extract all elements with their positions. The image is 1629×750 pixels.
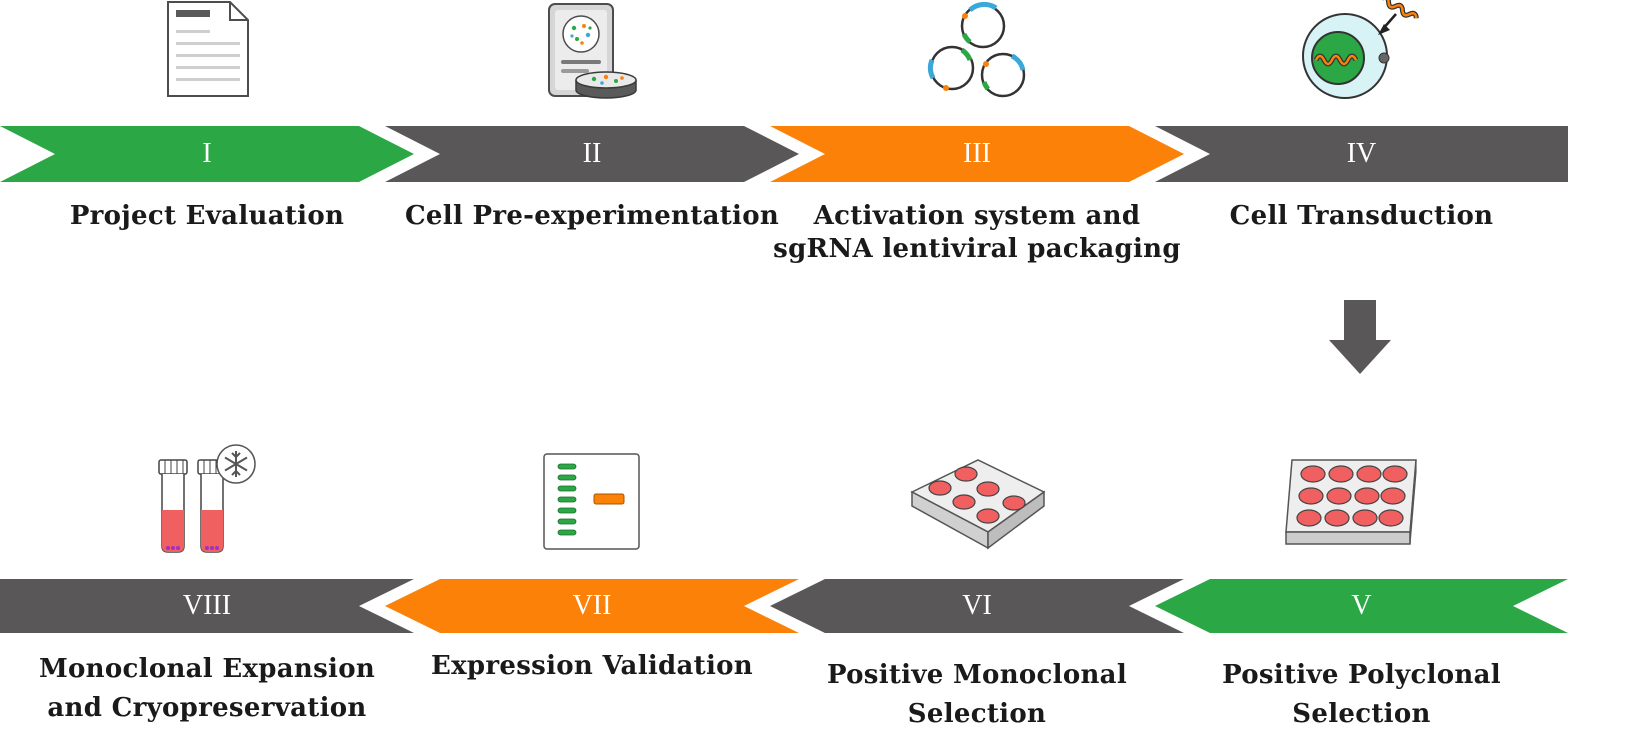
step-8-label-line-2: and Cryopreservation <box>47 693 367 723</box>
step-5-label-line-2: Selection <box>1292 699 1431 729</box>
step-3-arrow-shape <box>770 126 1184 182</box>
step-2-arrow: II <box>385 126 799 182</box>
step-1-arrow-shape <box>0 126 414 182</box>
cell-virus-icon <box>1300 0 1424 106</box>
step-5-arrow: V <box>1155 579 1568 635</box>
document-icon <box>164 0 252 104</box>
step-6-arrow-shape <box>770 579 1184 633</box>
step-4-label: Cell Transduction <box>1155 200 1568 233</box>
step-5-numeral: V <box>1351 590 1372 621</box>
step-7-arrow: VII <box>385 579 799 635</box>
step-1-arrow: I <box>0 126 414 182</box>
step-4-arrow: IV <box>1155 126 1568 182</box>
step-5-arrow-shape <box>1155 579 1568 633</box>
down-arrow-icon <box>1327 300 1393 380</box>
tablet-petri-dish-icon <box>546 2 642 104</box>
step-6-arrow: VI <box>770 579 1184 635</box>
step-6-numeral: VI <box>962 590 992 621</box>
twelve-well-plate-icon <box>1284 456 1424 552</box>
step-3-arrow: III <box>770 126 1184 182</box>
step-7-label-line-1: Expression Validation <box>430 651 754 681</box>
step-5-label-line-1: Positive Polyclonal <box>1222 660 1501 690</box>
cryovials-icon <box>156 440 260 558</box>
step-8-label-line-1: Monoclonal Expansion <box>38 654 376 684</box>
step-8-arrow: VIII <box>0 579 414 635</box>
step-5-label: Positive Polyclonal Selection <box>1155 656 1568 734</box>
step-1-label: Project Evaluation <box>0 200 414 233</box>
step-2-numeral: II <box>582 138 602 169</box>
step-8-numeral: VIII <box>182 590 232 621</box>
step-3-label-line-2: sgRNA lentiviral packaging <box>773 234 1181 264</box>
step-8-arrow-shape <box>0 579 414 633</box>
plasmids-icon <box>924 1 1030 104</box>
step-6-label-line-2: Selection <box>907 699 1047 729</box>
step-6-label: Positive Monoclonal Selection <box>770 656 1184 734</box>
step-3-numeral: III <box>963 138 991 169</box>
step-8-label: Monoclonal Expansion and Cryopreservatio… <box>0 650 414 728</box>
step-7-numeral: VII <box>572 590 612 621</box>
step-2-arrow-shape <box>385 126 799 182</box>
step-3-label-line-1: Activation system and <box>813 201 1141 231</box>
step-1-label-line-1: Project Evaluation <box>69 201 345 231</box>
step-1-numeral: I <box>202 138 212 169</box>
gel-icon <box>542 452 642 556</box>
step-2-label-line-1: Cell Pre-experimentation <box>404 201 780 231</box>
step-2-label: Cell Pre-experimentation <box>385 200 799 233</box>
step-6-label-line-1: Positive Monoclonal <box>826 660 1128 690</box>
six-well-plate-icon <box>908 458 1048 556</box>
step-4-arrow-shape <box>1155 126 1568 182</box>
step-7-arrow-shape <box>385 579 799 633</box>
step-4-label-line-1: Cell Transduction <box>1229 201 1494 231</box>
step-3-label: Activation system and sgRNA lentiviral p… <box>770 200 1184 266</box>
step-4-numeral: IV <box>1346 138 1377 169</box>
step-7-label: Expression Validation <box>385 650 799 683</box>
